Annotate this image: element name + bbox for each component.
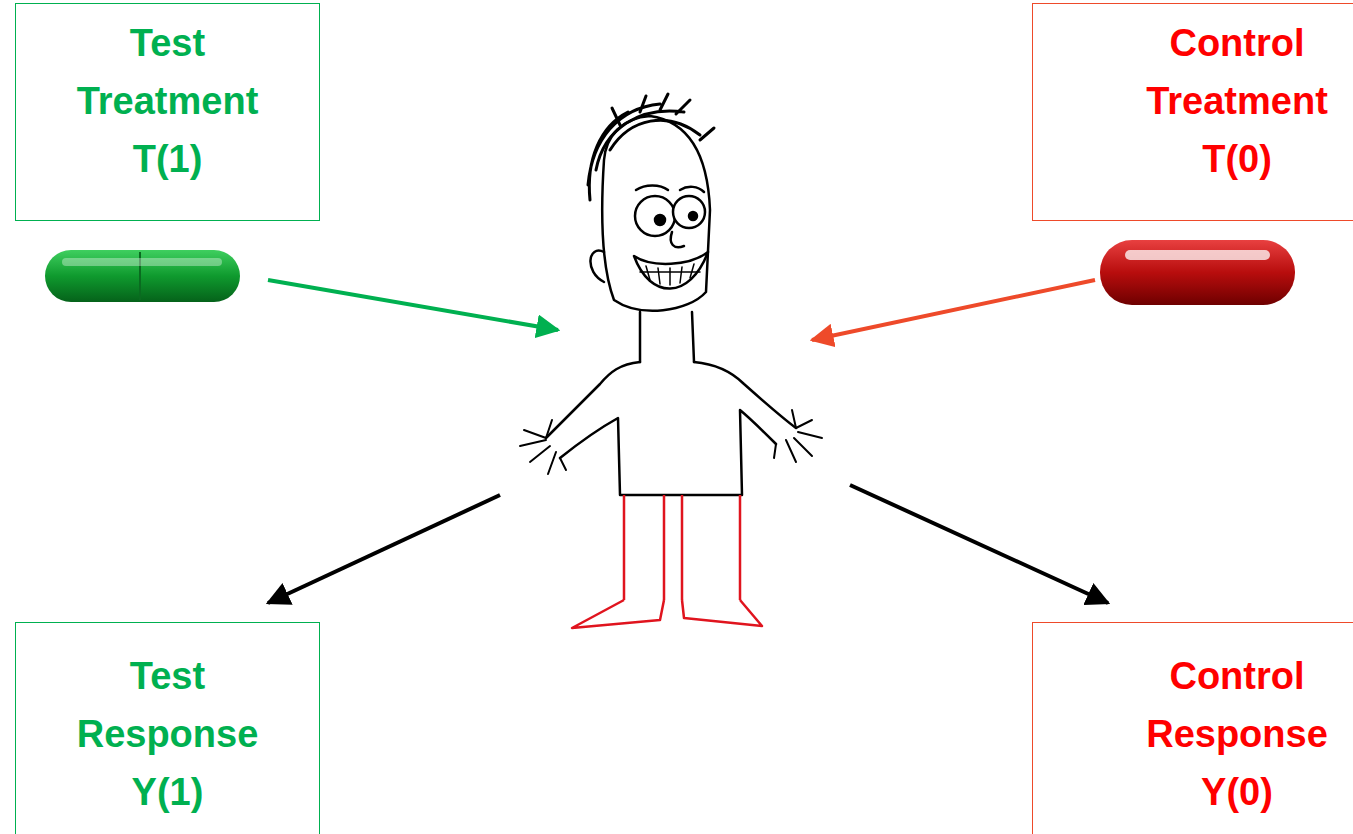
head [602,116,710,311]
pill-body [45,250,240,302]
pill-body [1100,240,1295,305]
green-pill [45,250,240,302]
box-label: Control Treatment T(0) [1127,14,1347,188]
response-arrow [268,495,500,603]
treatment-arrow [812,280,1095,340]
feet [572,600,762,628]
box-label: Test Response Y(1) [58,647,278,821]
ear [590,251,604,282]
pupil [689,212,697,220]
response-arrow [850,485,1108,603]
left-hand [520,420,566,474]
red-pill [1100,240,1295,305]
treatment-arrow [268,280,558,330]
torso [560,410,776,495]
eyebrows [636,186,704,193]
label-box: Test Response Y(1) [15,622,320,834]
label-box: Test Treatment T(1) [15,3,320,221]
left-arm [546,362,640,438]
eye [673,196,705,228]
pill-shine [1125,250,1270,260]
label-box: Control Response Y(0) [1032,622,1353,834]
person-cartoon [520,94,822,495]
box-label: Test Treatment T(1) [58,14,278,188]
pupil [655,215,665,225]
box-label: Control Response Y(0) [1127,647,1347,821]
smile [634,252,708,289]
pill-shine [62,258,222,266]
neck [640,312,694,362]
person-legs [572,495,762,628]
legs [624,495,740,600]
right-hand [774,410,822,462]
label-box: Control Treatment T(0) [1032,3,1353,221]
hair [588,94,714,200]
nose [671,232,684,247]
eye [635,196,675,236]
teeth [640,264,700,285]
right-arm [694,362,796,428]
